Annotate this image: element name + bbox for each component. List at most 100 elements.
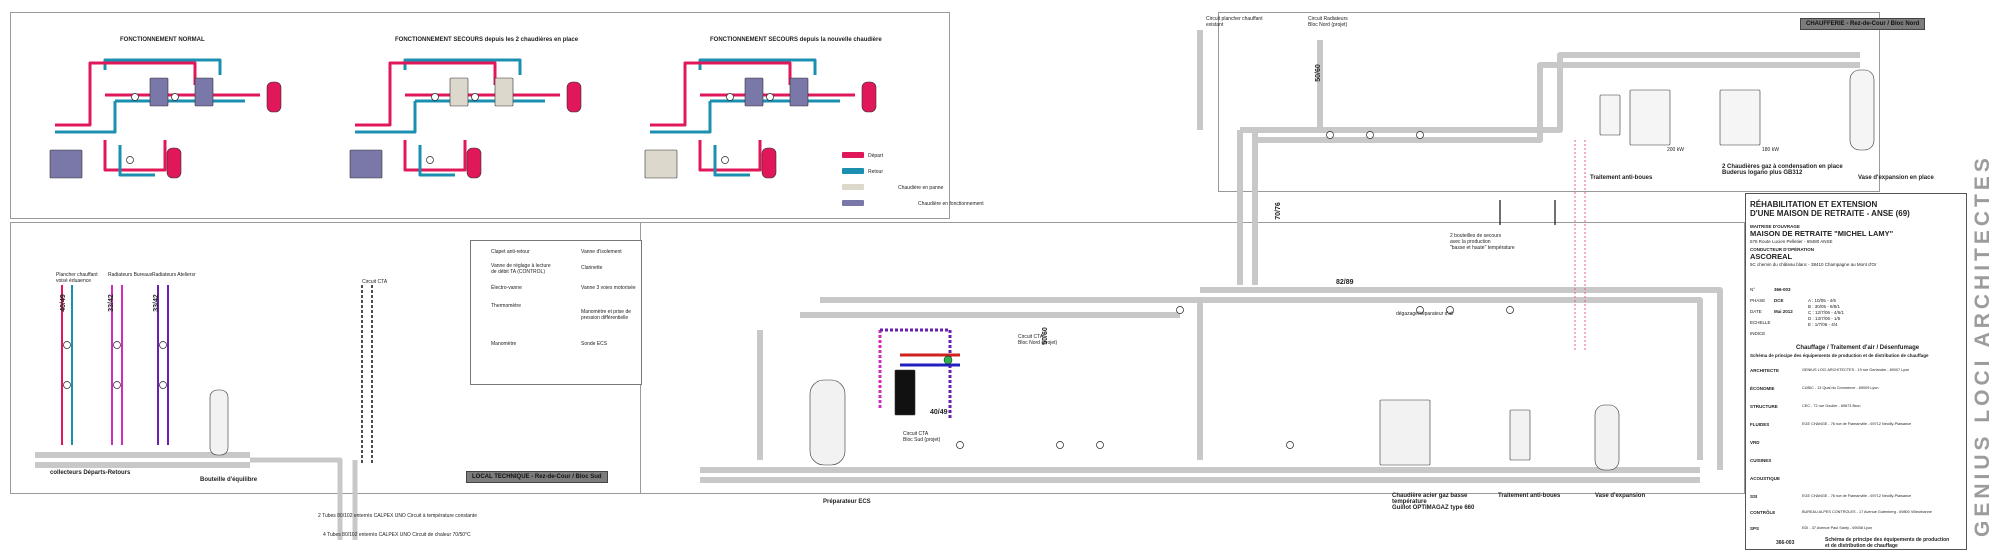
depart-pipe xyxy=(698,140,762,172)
preparateur-label: Préparateur ECS xyxy=(823,499,871,505)
role-value: EGE CHANGE - 76 rue de Flamanville - 697… xyxy=(1802,494,1912,498)
diameter-label: 33/42 xyxy=(152,294,160,312)
pump-icon xyxy=(171,93,179,101)
pump-icon xyxy=(63,381,71,389)
pump-icon xyxy=(1286,441,1294,449)
local-technique-tag: LOCAL TECHNIQUE - Rez-de-Cour / Bloc Sud xyxy=(466,471,608,483)
depart-pipe xyxy=(650,80,687,127)
expansion-vessel xyxy=(166,147,182,179)
anti-boues-filter xyxy=(1599,94,1621,136)
maitre-name: MAISON DE RETRAITE "MICHEL LAMY" xyxy=(1750,229,1894,238)
role-key: CONTRÔLE xyxy=(1750,510,1776,515)
n-value: 366-003 xyxy=(1774,287,1791,292)
symbol-legend: Clapet anti-retour Vanne de réglage à le… xyxy=(470,240,642,385)
revision: B : 30/05 - 8/8/1 xyxy=(1808,304,1841,309)
legend-panne: Chaudière en panne xyxy=(898,185,944,191)
boiler xyxy=(449,77,469,107)
expansion-vessel xyxy=(466,147,482,179)
circuit-plancher-existant-label: Circuit plancher chauffant existant xyxy=(1206,16,1263,28)
retour-pipe xyxy=(103,58,222,75)
retour-pipe xyxy=(713,145,750,177)
revision: E : 1/7/06 - 4/4 xyxy=(1808,322,1838,327)
main-pipe xyxy=(1200,297,1703,460)
role-value: CEC - 72 rue Goulier - 69673 Bron xyxy=(1802,404,1861,408)
circuit-radiateurs-ateliers-label: Radiateurs Ateliersr xyxy=(152,272,196,278)
boiler xyxy=(789,77,809,107)
pump-icon xyxy=(726,93,734,101)
pump-icon xyxy=(956,441,964,449)
pump-icon xyxy=(1176,306,1184,314)
retour-pipe xyxy=(55,101,117,134)
revision: A : 10/05 - 4/6 xyxy=(1808,298,1837,303)
role-value: EDI - 37 Avenue Paul Santy - 69008 Lyon xyxy=(1802,526,1873,530)
conducteur-name: ASCOREAL xyxy=(1750,252,1793,261)
pump-icon xyxy=(426,156,434,164)
indice-label: INDICE xyxy=(1750,331,1766,336)
retour-pipe xyxy=(650,101,712,134)
pump-icon xyxy=(63,341,71,349)
role-key: ACOUSTIQUE xyxy=(1750,476,1781,481)
role-value: EGE CHANGE - 76 rue de Flamanville - 697… xyxy=(1802,422,1912,426)
expansion-vessel xyxy=(761,147,777,179)
pump-icon xyxy=(1506,306,1514,314)
date-value: Mai 2012 xyxy=(1774,309,1793,314)
legend-depart: Départ xyxy=(868,153,884,159)
pump-icon xyxy=(721,156,729,164)
role-key: SSI xyxy=(1750,494,1758,499)
revision: D : 13/7/06 - 1/5 xyxy=(1808,316,1841,321)
circuit-plancher-label: Plancher chauffant voisé éduaence xyxy=(56,272,98,284)
symbol-label: Vanne 3 voies motorisée xyxy=(581,285,636,291)
role-key: ARCHITECTE xyxy=(1750,368,1779,373)
circuit-radiateurs-bureaux-label: Radiateurs Bureaux xyxy=(108,272,153,278)
chaudiere-acier xyxy=(1379,399,1431,466)
symbol-label: Clarinette xyxy=(581,265,603,271)
depart-pipe xyxy=(388,61,497,85)
role-value: GENIUS LOCI ARCHITECTES - 19 rue Gerland… xyxy=(1802,368,1910,372)
symbol-label: Manomètre et prise de pression différent… xyxy=(581,309,632,321)
cta-circuit xyxy=(880,328,952,420)
collecteurs-label: collecteurs Départs-Retours xyxy=(50,470,131,476)
brand-text: GENIUS LOCI ARCHITECTES xyxy=(1971,154,1994,537)
retour-pipe xyxy=(355,101,417,134)
expansion-vessel xyxy=(566,81,582,113)
main-pipe xyxy=(820,297,1203,460)
boiler xyxy=(49,149,83,179)
diameter-label: 33/42 xyxy=(107,294,115,312)
depart-pipe xyxy=(683,61,792,85)
degazage-label: dégazage/séparateur d'air xyxy=(1396,311,1454,317)
footer-number: 366-003 xyxy=(1776,540,1795,546)
conducteur-label: CONDUCTEUR D'OPÉRATION xyxy=(1750,247,1814,252)
main-pipe xyxy=(1200,287,1723,470)
pump-icon xyxy=(113,381,121,389)
retour-pipe xyxy=(403,58,522,75)
boiler xyxy=(744,77,764,107)
anti-boues-filter xyxy=(1509,409,1531,461)
cta-manifold xyxy=(894,369,916,416)
chaudiere-acier-label: Chaudière acier gaz basse température Gu… xyxy=(1392,493,1475,511)
diameter-label: 50/60 xyxy=(1314,64,1322,82)
depart-pipe xyxy=(103,140,167,172)
legend-swatch-retour xyxy=(842,168,864,174)
circuit-cta-label: Circuit CTA xyxy=(362,279,388,285)
pump-icon xyxy=(1096,441,1104,449)
chaufferie-frame xyxy=(1218,12,1880,192)
legend-swatch-depart xyxy=(842,152,864,158)
pump-icon xyxy=(126,156,134,164)
circuit-cta-nord-label: Circuit CTA Bloc Nord (projet) xyxy=(1018,334,1058,346)
expansion-vessel xyxy=(1849,69,1875,151)
pump-icon xyxy=(1366,131,1374,139)
retour-pipe xyxy=(698,58,817,75)
role-key: FLUIDES xyxy=(1750,422,1770,427)
boiler xyxy=(1719,89,1761,146)
boiler xyxy=(494,77,514,107)
role-value: CUBIC - 13 Quai du Commerce - 69009 Lyon xyxy=(1802,386,1879,390)
bouteille-equilibre xyxy=(209,389,229,456)
diameter-label: 40/49 xyxy=(930,409,948,416)
echelle-label: ECHELLE xyxy=(1750,320,1771,325)
pump-icon xyxy=(766,93,774,101)
pump-icon xyxy=(1416,306,1424,314)
expansion-vessel xyxy=(266,81,282,113)
date-label: DATE xyxy=(1750,309,1762,314)
